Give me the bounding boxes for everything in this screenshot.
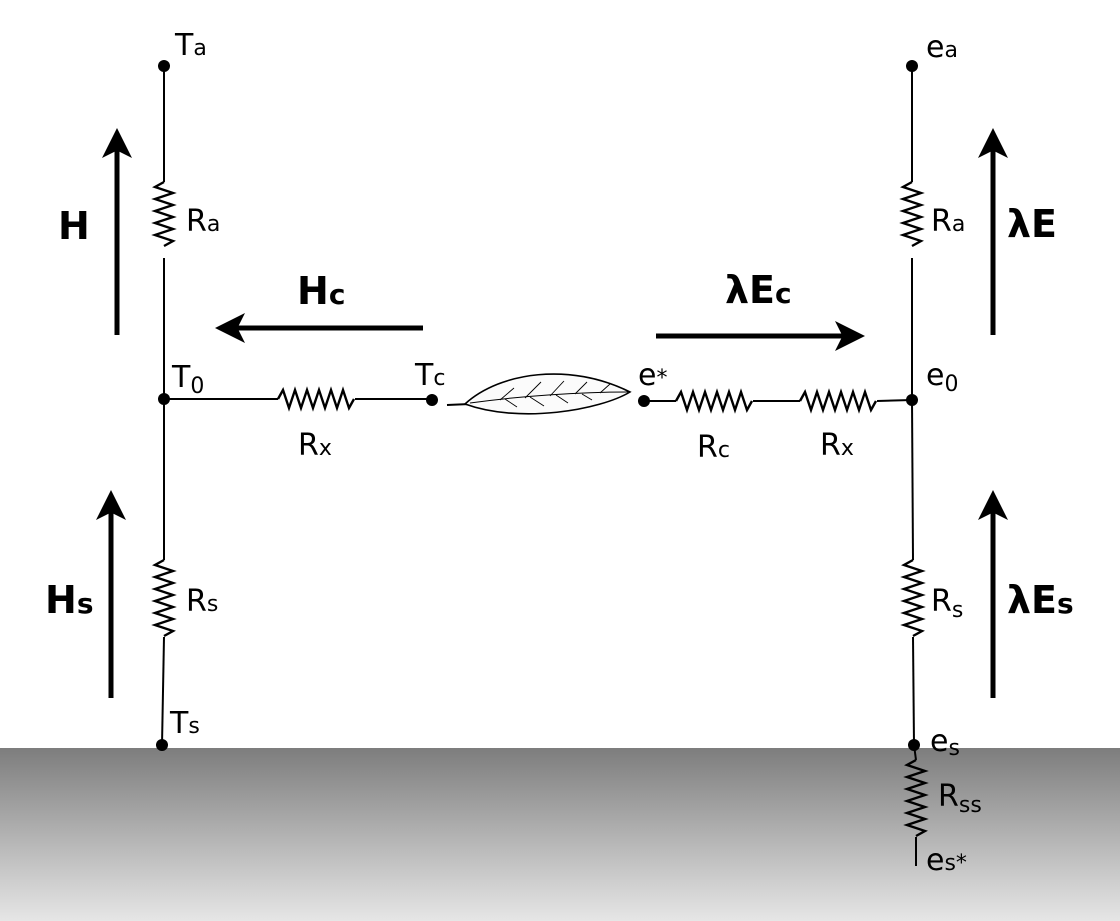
label-tc: Tc bbox=[414, 358, 445, 393]
resistor-rs-left bbox=[151, 558, 177, 638]
wire-rs-es bbox=[912, 636, 915, 746]
node-tc bbox=[426, 394, 438, 406]
label-rx-left: Rx bbox=[298, 428, 332, 463]
label-ea: ea bbox=[926, 30, 958, 65]
label-estar: e* bbox=[638, 358, 667, 393]
flux-label-hc: Hc bbox=[297, 269, 345, 313]
flux-label-lec: λEc bbox=[725, 268, 792, 312]
resistor-ra-left bbox=[151, 180, 177, 248]
label-ra-right: Ra bbox=[931, 204, 965, 239]
label-ta: Ta bbox=[174, 28, 207, 63]
node-estar bbox=[638, 395, 650, 407]
wire-rs-ts bbox=[161, 636, 165, 746]
resistor-ra-right bbox=[899, 180, 925, 248]
label-rc: Rc bbox=[697, 430, 730, 465]
label-rs-right: Rs bbox=[931, 584, 963, 623]
node-ta bbox=[158, 60, 170, 72]
soil-region bbox=[0, 748, 1120, 921]
label-rx-right: Rx bbox=[820, 428, 854, 463]
node-es bbox=[908, 739, 920, 751]
flux-label-le: λE bbox=[1007, 202, 1057, 246]
node-ts bbox=[156, 739, 168, 751]
resistor-rs-right bbox=[900, 558, 926, 638]
resistor-rss bbox=[903, 758, 929, 838]
label-esstar: es* bbox=[926, 843, 967, 878]
label-e0: e0 bbox=[926, 358, 958, 397]
label-ra-left: Ra bbox=[186, 204, 220, 239]
resistor-rx-right bbox=[798, 388, 878, 414]
label-t0: T0 bbox=[171, 360, 204, 399]
resistor-rc bbox=[674, 388, 754, 414]
leaf-icon bbox=[446, 373, 632, 415]
node-t0 bbox=[158, 393, 170, 405]
node-ea bbox=[906, 60, 918, 72]
label-rs-left: Rs bbox=[186, 584, 218, 619]
label-es: es bbox=[930, 724, 960, 761]
flux-label-hs: Hs bbox=[45, 578, 93, 622]
wire-e0-rs bbox=[911, 399, 914, 561]
label-ts: Ts bbox=[169, 706, 200, 741]
node-e0 bbox=[906, 394, 918, 406]
resistor-rx-left bbox=[276, 386, 356, 412]
flux-label-h: H bbox=[58, 204, 90, 248]
label-rss: Rss bbox=[938, 779, 982, 818]
flux-label-les: λEs bbox=[1007, 578, 1074, 622]
